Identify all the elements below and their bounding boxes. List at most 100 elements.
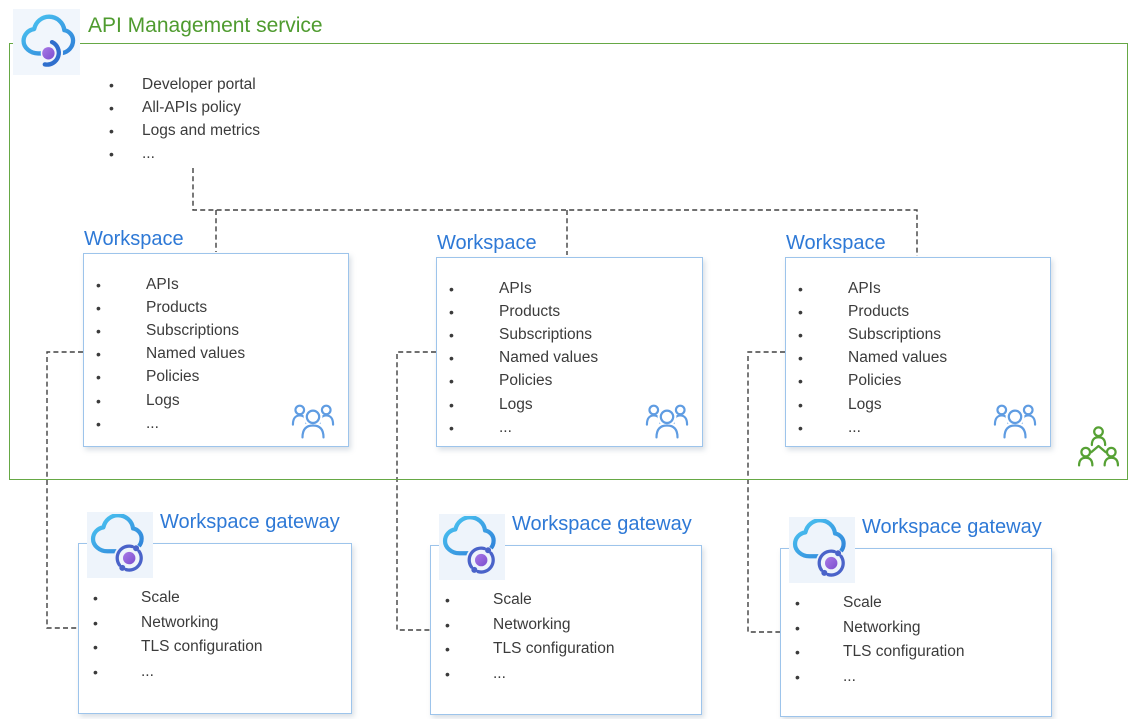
bullet: • xyxy=(798,326,803,343)
list-item-text: Policies xyxy=(146,368,200,386)
service-title: API Management service xyxy=(88,14,323,37)
bullet: • xyxy=(96,299,101,316)
gateway-2-feature-list: • Scale • Networking • TLS configuration •.… xyxy=(445,588,615,686)
bullet: • xyxy=(93,639,98,656)
service-feature-list: •Developer portal •All-APIs policy •Logs… xyxy=(109,73,260,166)
team-people-icon xyxy=(992,399,1038,441)
bullet: • xyxy=(795,669,800,686)
list-item-text: Networking xyxy=(141,613,219,631)
list-item-text: ... xyxy=(141,663,154,681)
list-item-text: APIs xyxy=(146,275,179,293)
list-item: • Products xyxy=(449,300,598,323)
workspace-1-title: Workspace xyxy=(84,228,184,250)
list-item-text: Logs and metrics xyxy=(142,121,261,139)
list-item-text: Named values xyxy=(146,345,246,363)
list-item-text: ... xyxy=(493,665,506,683)
bullet: • xyxy=(445,592,450,609)
list-item-text: Products xyxy=(499,302,561,320)
bullet: • xyxy=(96,346,101,363)
bullet: • xyxy=(449,373,454,390)
bullet: • xyxy=(795,595,800,612)
team-people-icon xyxy=(290,399,336,441)
bullet: • xyxy=(798,350,803,367)
workspace-1-feature-list: • APIs • Products • Subscriptions • Named va… xyxy=(96,273,245,435)
list-item-text: Subscriptions xyxy=(848,325,942,343)
list-item-text: Products xyxy=(848,302,910,320)
list-item: •Scale xyxy=(93,586,263,611)
bullet: • xyxy=(445,641,450,658)
bullet: • xyxy=(798,280,803,297)
list-item-text: APIs xyxy=(499,279,532,297)
list-item-text: All-APIs policy xyxy=(142,98,242,116)
list-item: •... xyxy=(798,416,947,439)
bullet: • xyxy=(445,616,450,633)
list-item: • Policies xyxy=(798,370,947,393)
bullet: • xyxy=(449,303,454,320)
api-management-service-box xyxy=(9,43,1128,480)
bullet: • xyxy=(96,392,101,409)
list-item: •Logs xyxy=(449,393,598,416)
bullet: • xyxy=(96,415,101,432)
list-item: •APIs xyxy=(798,277,947,300)
list-item-text: Logs xyxy=(848,395,882,413)
list-item-text: ... xyxy=(142,145,155,163)
bullet: • xyxy=(96,276,101,293)
list-item: • Subscriptions xyxy=(96,319,245,342)
bullet: • xyxy=(445,666,450,683)
workspace-3-box: •APIs •Products •Subscriptions •Named va… xyxy=(785,257,1051,447)
list-item-text: Named values xyxy=(499,349,599,367)
list-item-text: TLS configuration xyxy=(141,638,263,656)
api-management-cloud-icon xyxy=(13,9,80,75)
bullet: • xyxy=(96,322,101,339)
bullet: • xyxy=(798,419,803,436)
list-item: • TLS configuration xyxy=(93,635,263,660)
bullet: • xyxy=(798,373,803,390)
bullet: • xyxy=(109,99,114,116)
bullet: • xyxy=(96,369,101,386)
list-item-text: Scale xyxy=(493,591,532,609)
list-item: • Scale xyxy=(445,588,615,613)
list-item-text: Products xyxy=(146,298,208,316)
list-item-text: TLS configuration xyxy=(493,640,615,658)
list-item: •... xyxy=(445,662,615,687)
bullet: • xyxy=(795,644,800,661)
list-item: • Subscriptions xyxy=(798,323,947,346)
list-item: •Logs xyxy=(96,389,245,412)
list-item: •APIs xyxy=(449,277,598,300)
bullet: • xyxy=(93,664,98,681)
org-people-icon xyxy=(1076,424,1121,469)
list-item: •Networking xyxy=(795,616,965,641)
bullet: • xyxy=(449,419,454,436)
bullet: • xyxy=(109,76,114,93)
workspace-1-box: • APIs • Products • Subscriptions • Named va… xyxy=(83,253,349,447)
list-item-text: Logs xyxy=(499,395,533,413)
list-item-text: Policies xyxy=(848,372,902,390)
list-item: •... xyxy=(96,412,245,435)
list-item-text: Scale xyxy=(843,594,882,612)
list-item-text: Subscriptions xyxy=(146,321,240,339)
list-item-text: ... xyxy=(843,668,856,686)
list-item-text: ... xyxy=(499,418,512,436)
gateway-1-title: Workspace gateway xyxy=(160,511,340,533)
list-item-text: Networking xyxy=(843,618,921,636)
gateway-3-title: Workspace gateway xyxy=(862,516,1042,538)
list-item: • All-APIs policy xyxy=(109,96,260,119)
list-item-text: ... xyxy=(848,418,861,436)
list-item: • Products xyxy=(96,296,245,319)
gateway-cloud-icon xyxy=(439,514,505,580)
workspace-3-title: Workspace xyxy=(786,232,886,254)
bullet: • xyxy=(93,590,98,607)
list-item-text: Networking xyxy=(493,615,571,633)
gateway-3-feature-list: •Scale •Networking •TLS configuration •.… xyxy=(795,591,965,689)
list-item: •... xyxy=(449,416,598,439)
bullet: • xyxy=(798,396,803,413)
list-item-text: Subscriptions xyxy=(499,325,593,343)
gateway-2-title: Workspace gateway xyxy=(512,513,692,535)
bullet: • xyxy=(798,303,803,320)
list-item: • Products xyxy=(798,300,947,323)
list-item: • Logs xyxy=(798,393,947,416)
gateway-1-feature-list: •Scale • Networking • TLS configuration •.… xyxy=(93,586,263,684)
list-item: • Scale xyxy=(795,591,965,616)
team-people-icon xyxy=(644,399,690,441)
list-item: • TLS configuration xyxy=(445,637,615,662)
